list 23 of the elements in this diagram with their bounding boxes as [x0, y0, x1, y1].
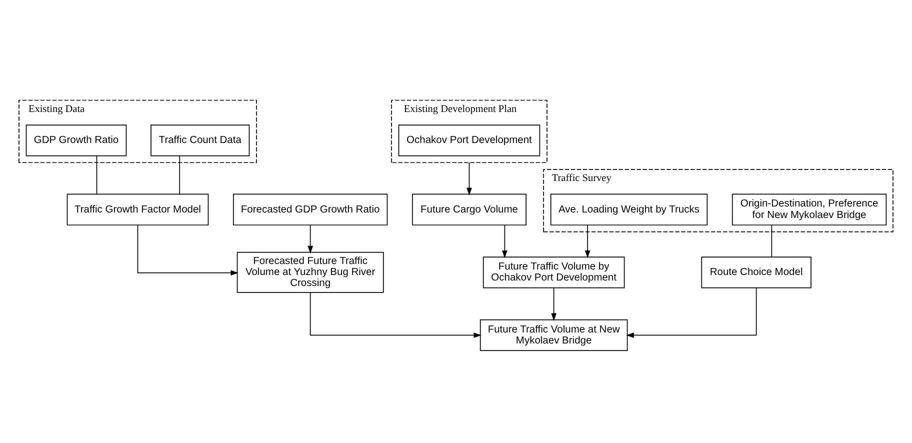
node-box: Future Traffic Volume by Ochakov Port Development: [482, 256, 625, 288]
arrow: [137, 224, 238, 276]
arrow: [584, 224, 590, 258]
arrow: [626, 287, 757, 338]
node-box: Future Cargo Volume: [412, 193, 526, 225]
node-box: Ave. Loading Weight by Trucks: [550, 193, 708, 225]
connector: [771, 224, 772, 257]
node-box: Traffic Growth Factor Model: [66, 193, 209, 225]
node-box: GDP Growth Ratio: [26, 124, 127, 156]
node-box: Route Choice Model: [701, 256, 812, 288]
node-box: Origin-Destination, Preference for New Mykolaev Bridge: [732, 193, 887, 225]
node-box: Traffic Count Data: [150, 124, 250, 156]
arrow: [551, 287, 557, 320]
connector: [179, 155, 180, 194]
node-box: Forecasted GDP Growth Ratio: [233, 193, 388, 225]
node-box: Future Traffic Volume at New Mykolaev Bridge: [480, 318, 628, 351]
connector: [96, 155, 98, 194]
node-box: Ochakov Port Development: [398, 124, 540, 156]
arrow: [310, 292, 482, 338]
node-box: Forecasted Future Traffic Volume at Yuzhny Bug River Crossing: [236, 251, 384, 292]
arrow: [466, 162, 472, 195]
arrow: [308, 224, 314, 254]
arrow: [502, 224, 508, 258]
